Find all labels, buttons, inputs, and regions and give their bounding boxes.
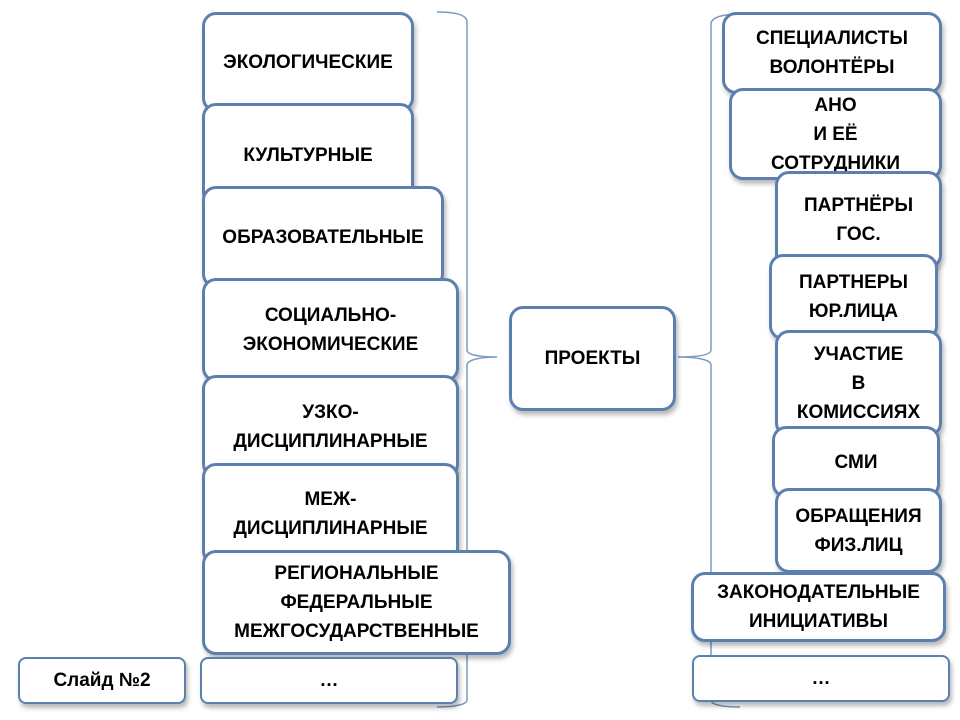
- center-node-projects: ПРОЕКТЫ: [509, 306, 676, 411]
- slide-label: Слайд №2: [18, 657, 186, 704]
- category-educational: ОБРАЗОВАТЕЛЬНЫЕ: [202, 186, 444, 288]
- participant-citizen-appeals: ОБРАЩЕНИЯ ФИЗ.ЛИЦ: [775, 488, 942, 573]
- participant-ano-staff: АНО И ЕЁ СОТРУДНИКИ: [729, 88, 942, 180]
- left-brace: [436, 11, 498, 708]
- participant-partners-gov: ПАРТНЁРЫ ГОС.: [775, 171, 942, 269]
- category-interdisciplinary: МЕЖ- ДИСЦИПЛИНАРНЫЕ: [202, 463, 459, 565]
- participant-specialists-volunteers: СПЕЦИАЛИСТЫ ВОЛОНТЁРЫ: [722, 12, 942, 94]
- category-scale: РЕГИОНАЛЬНЫЕ ФЕДЕРАЛЬНЫЕ МЕЖГОСУДАРСТВЕН…: [202, 550, 511, 655]
- category-socio-economic: СОЦИАЛЬНО- ЭКОНОМИЧЕСКИЕ: [202, 278, 459, 382]
- right-brace: [677, 13, 741, 708]
- right-more-box: …: [692, 655, 950, 702]
- participant-partners-legal: ПАРТНЕРЫ ЮР.ЛИЦА: [769, 254, 938, 340]
- category-narrow-disciplinary: УЗКО- ДИСЦИПЛИНАРНЫЕ: [202, 375, 459, 478]
- participant-commissions: УЧАСТИЕ В КОМИССИЯХ: [775, 330, 942, 437]
- participant-legislative-initiatives: ЗАКОНОДАТЕЛЬНЫЕ ИНИЦИАТИВЫ: [691, 572, 946, 642]
- left-more-box: …: [200, 657, 458, 704]
- category-ecological: ЭКОЛОГИЧЕСКИЕ: [202, 12, 414, 112]
